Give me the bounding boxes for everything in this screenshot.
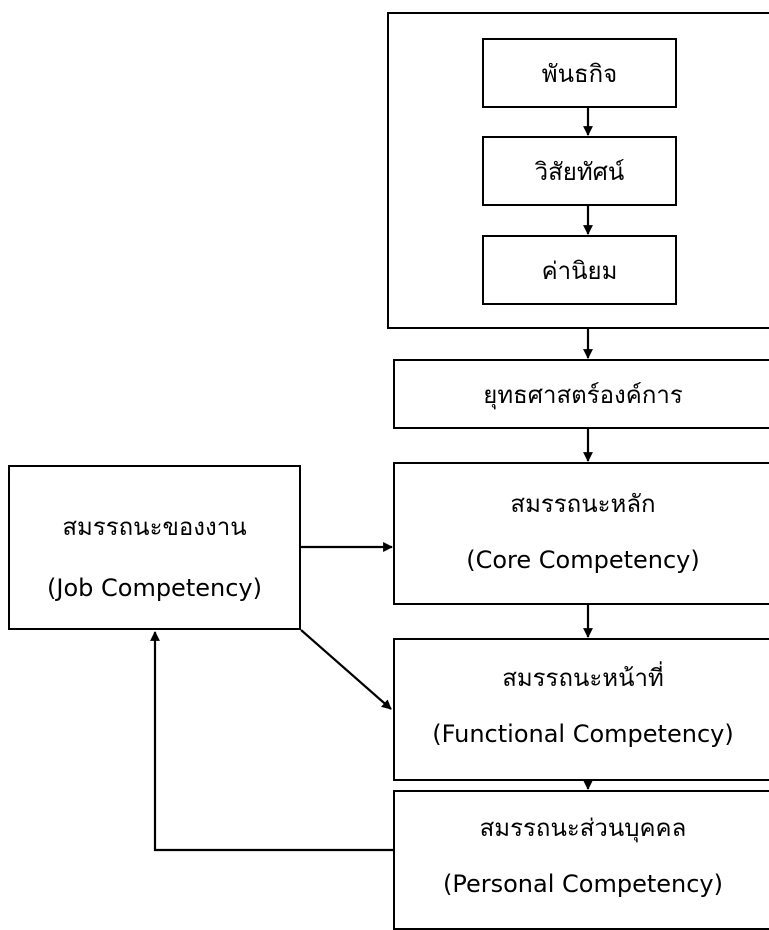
vision-box: วิสัยทัศน์ xyxy=(482,136,677,206)
personal-competency-en-label: (Personal Competency) xyxy=(443,870,723,898)
job-competency-box: สมรรถนะของงาน (Job Competency) xyxy=(8,465,301,630)
functional-competency-en-label: (Functional Competency) xyxy=(432,720,734,748)
functional-competency-th-label: สมรรถนะหน้าที่ xyxy=(502,664,664,692)
values-label: ค่านิยม xyxy=(541,257,618,285)
mission-label: พันธกิจ xyxy=(541,60,618,88)
mission-box: พันธกิจ xyxy=(482,38,677,108)
core-competency-box: สมรรถนะหลัก (Core Competency) xyxy=(393,462,769,605)
vision-label: วิสัยทัศน์ xyxy=(534,158,625,186)
core-competency-th-label: สมรรถนะหลัก xyxy=(510,490,656,518)
values-box: ค่านิยม xyxy=(482,235,677,305)
core-competency-en-label: (Core Competency) xyxy=(466,546,700,574)
job-competency-th-label: สมรรถนะของงาน xyxy=(62,513,247,541)
functional-competency-box: สมรรถนะหน้าที่ (Functional Competency) xyxy=(393,638,769,781)
personal-competency-box: สมรรถนะส่วนบุคคล (Personal Competency) xyxy=(393,790,769,930)
arrow-personal-to-job xyxy=(150,631,393,852)
arrow-job-to-functional xyxy=(300,629,392,710)
job-competency-en-label: (Job Competency) xyxy=(47,574,262,602)
personal-competency-th-label: สมรรถนะส่วนบุคคล xyxy=(479,814,687,842)
org-strategy-label: ยุทธศาสตร์องค์การ xyxy=(483,381,683,409)
org-strategy-box: ยุทธศาสตร์องค์การ xyxy=(393,359,769,429)
